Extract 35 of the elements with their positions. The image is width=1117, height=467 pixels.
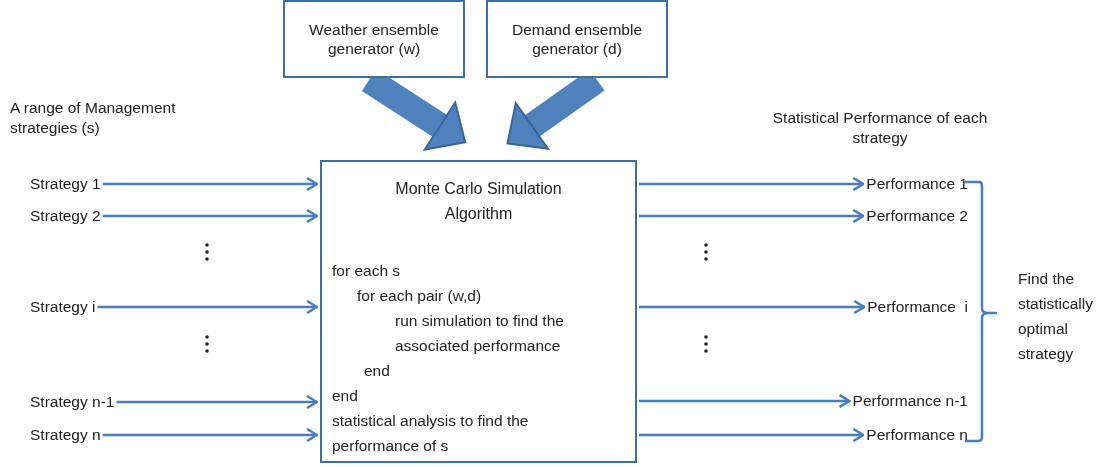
- column-heading: A range of Management strategies (s): [10, 98, 177, 138]
- arrow: [639, 299, 866, 315]
- pseudocode-line: for each pair (w,d): [357, 286, 482, 306]
- box-title: Monte Carlo Simulation Algorithm: [394, 179, 563, 224]
- box-label: Weather ensemble generator (w): [308, 20, 440, 58]
- arrow: [639, 208, 865, 224]
- process-box: [486, 0, 668, 78]
- strategy-label: Strategy n: [30, 425, 101, 444]
- arrow: [97, 299, 319, 315]
- arrow: [639, 427, 865, 443]
- pseudocode-line: for each s: [332, 261, 401, 281]
- arrow: [102, 427, 319, 443]
- arrow: [116, 394, 319, 410]
- performance-label: Performance 1: [866, 174, 968, 193]
- pseudocode-line: end: [332, 386, 358, 406]
- arrow: [639, 393, 851, 409]
- box-label: Demand ensemble generator (d): [510, 20, 644, 58]
- arrow: [639, 176, 865, 192]
- column-heading: Statistical Performance of each strategy: [771, 108, 989, 148]
- strategy-label: Strategy i: [30, 297, 96, 316]
- arrow: [102, 176, 319, 192]
- strategy-label: Strategy 2: [30, 206, 101, 225]
- strategy-label: Strategy 1: [30, 174, 101, 193]
- algorithm-box: [320, 160, 637, 463]
- pseudocode-line: statistical analysis to find the performance of s: [332, 411, 530, 456]
- strategy-label: Strategy n-1: [30, 392, 115, 411]
- performance-label: Performance n: [866, 425, 968, 444]
- arrow: [102, 208, 319, 224]
- performance-label: Performance i: [867, 297, 968, 316]
- pseudocode-line: end: [364, 361, 390, 381]
- process-box: [283, 0, 465, 78]
- performance-label: Performance n-1: [852, 391, 968, 410]
- pseudocode-line: run simulation to find the associated performance: [395, 311, 565, 356]
- performance-label: Performance 2: [866, 206, 968, 225]
- bracket-note: Find the statistically optimal strategy: [1018, 269, 1094, 364]
